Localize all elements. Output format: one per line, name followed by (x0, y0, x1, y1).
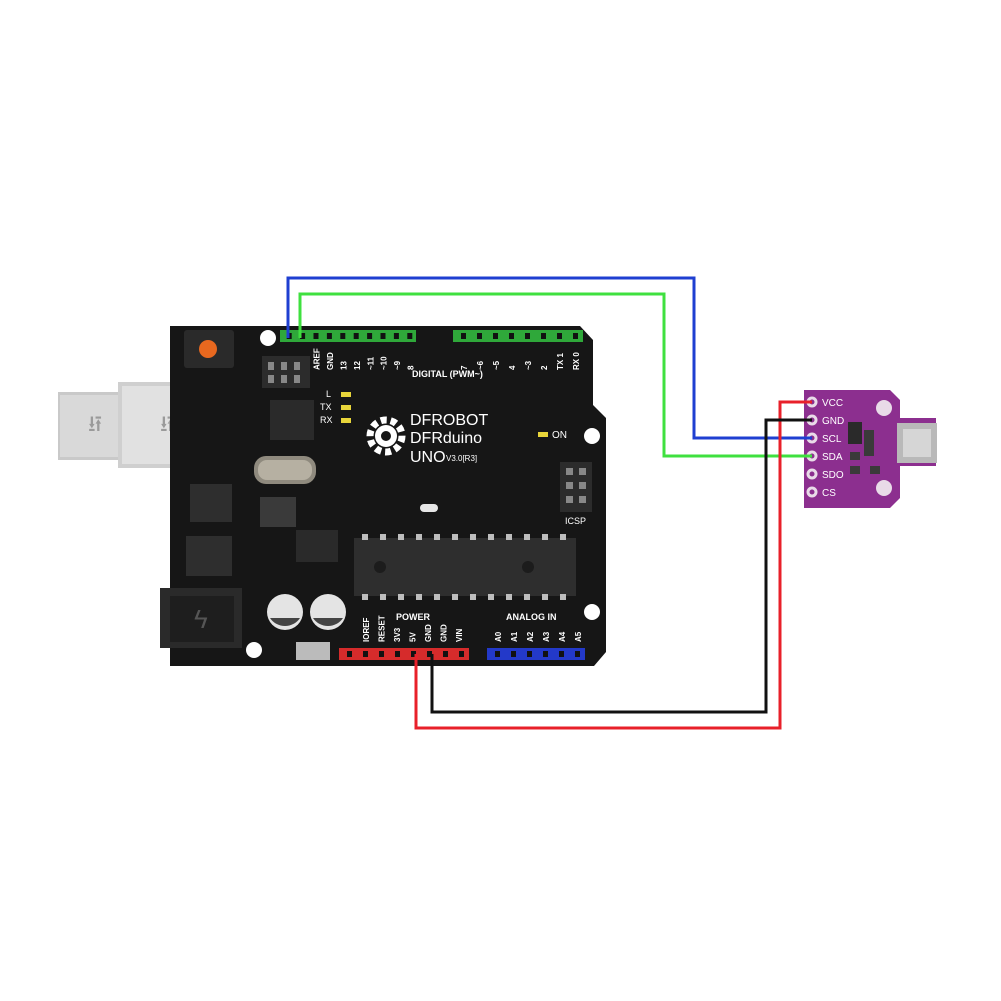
analog-header-pin (495, 651, 500, 657)
model-label: DFRduino (410, 430, 482, 447)
power-header-pin (427, 651, 432, 657)
analog-header: A0 A1 A2 A3 A4 A5 (487, 631, 585, 660)
wire-red-vcc (414, 400, 812, 730)
analog-header-strip (487, 648, 585, 660)
sensor-pin-label: SCL (822, 434, 842, 445)
digital-header-right-pin (509, 333, 514, 339)
power-header: IOREF RESET 3V3 5V GND GND VIN (339, 615, 469, 660)
power-header-pin (395, 651, 400, 657)
power-pin-label: RESET (377, 615, 386, 642)
sensor-pin-label: SDO (822, 470, 844, 481)
digital-pin-label: ~11 (366, 356, 375, 370)
digital-pin-label: ~9 (393, 360, 402, 370)
digital-pin-label: 8 (407, 365, 416, 370)
dfrobot-gear-icon (366, 416, 406, 456)
version-label: V3.0[R3] (446, 454, 477, 463)
digital-pin-label: ~6 (476, 360, 485, 370)
power-pin-label: GND (424, 624, 433, 642)
power-header-pin (347, 651, 352, 657)
usb-icon: ⭿ (88, 412, 102, 437)
digital-header-right-pin (541, 333, 546, 339)
sensor-pin-label: GND (822, 416, 844, 427)
power-pin-label: 3V3 (393, 627, 402, 642)
power-header-pin (459, 651, 464, 657)
digital-header-left-pin (340, 333, 346, 339)
digital-header-right-pin (477, 333, 482, 339)
digital-header-left-pin (300, 333, 306, 339)
digital-header-left-pin (353, 333, 359, 339)
digital-header-right-pin (461, 333, 466, 339)
power-pin-label: GND (439, 624, 448, 642)
digital-pin-label: 13 (340, 361, 349, 370)
analog-header-pin (527, 651, 532, 657)
digital-pin-label: AREF (313, 348, 322, 370)
sensor-board: VCC GND SCL SDA SDO CS (804, 390, 937, 508)
power-header-pin (379, 651, 384, 657)
digital-header-right-pin (557, 333, 562, 339)
sensor-pin-label: VCC (822, 398, 843, 409)
analog-header-pin (575, 651, 580, 657)
sensor-pin-label: CS (822, 488, 836, 499)
power-pin-label: VIN (455, 628, 464, 642)
digital-pin-label: ~10 (380, 356, 389, 370)
digital-header-left-pin (313, 333, 319, 339)
power-header-strip (339, 648, 469, 660)
digital-pin-label: RX 0 (572, 352, 581, 370)
digital-pin-label: 2 (540, 365, 549, 370)
icsp-label: ICSP (565, 516, 586, 526)
analog-pin-label: A2 (526, 631, 535, 642)
power-pin-label: 5V (408, 632, 417, 642)
analog-pin-label: A3 (542, 631, 551, 642)
digital-pin-label: 12 (353, 361, 362, 370)
digital-header-right-pin (573, 333, 578, 339)
sensor-pin-hole (809, 471, 815, 477)
digital-pin-label: 7 (460, 365, 469, 370)
sensor-pin-hole (809, 489, 815, 495)
wires (286, 276, 812, 730)
on-label: ON (552, 430, 567, 441)
analog-pin-label: A5 (574, 631, 583, 642)
digital-pin-label: GND (326, 352, 335, 370)
digital-header-left-pin (407, 333, 413, 339)
analog-header-pin (559, 651, 564, 657)
digital-header-left-pin (380, 333, 386, 339)
power-header-label: POWER (396, 612, 431, 622)
led-label-rx: RX (320, 415, 333, 425)
analog-pin-label: A1 (510, 631, 519, 642)
led-label-l: L (326, 389, 331, 399)
digital-header-left-pin (326, 333, 332, 339)
power-header-pin (363, 651, 368, 657)
wire-blue-scl (286, 276, 812, 440)
digital-header-right-strip (453, 330, 583, 342)
wire-green-sda (298, 292, 812, 458)
led-label-tx: TX (320, 402, 332, 412)
digital-header: AREF GND 13 12 ~11 ~10 ~9 8 7 ~6 ~5 4 ~3 2 TX 1 RX 0 (280, 330, 583, 370)
digital-header-left-pin (393, 333, 399, 339)
digital-header-right-pin (493, 333, 498, 339)
sensor-pin-label: SDA (822, 452, 843, 463)
reset-button (199, 340, 217, 358)
wire-black-gnd (430, 418, 812, 714)
analog-header-pin (543, 651, 548, 657)
digital-pin-label: ~5 (492, 360, 501, 370)
digital-header-label: DIGITAL (PWM~) (412, 369, 483, 379)
variant-label: UNO (410, 449, 446, 466)
arduino-board: ϟ ICSP ON (160, 326, 606, 666)
brand-label: DFROBOT (410, 412, 488, 429)
digital-pin-label: 4 (508, 365, 517, 370)
power-pin-label: IOREF (362, 617, 371, 642)
power-header-pin (411, 651, 416, 657)
analog-pin-label: A0 (494, 631, 503, 642)
digital-header-left-pin (367, 333, 373, 339)
analog-pin-label: A4 (558, 631, 567, 642)
analog-header-label: ANALOG IN (506, 612, 557, 622)
power-jack-icon: ϟ (194, 604, 208, 634)
digital-pin-label: ~3 (524, 360, 533, 370)
analog-header-pin (511, 651, 516, 657)
digital-header-right-pin (525, 333, 530, 339)
power-header-pin (443, 651, 448, 657)
digital-pin-label: TX 1 (556, 353, 565, 370)
